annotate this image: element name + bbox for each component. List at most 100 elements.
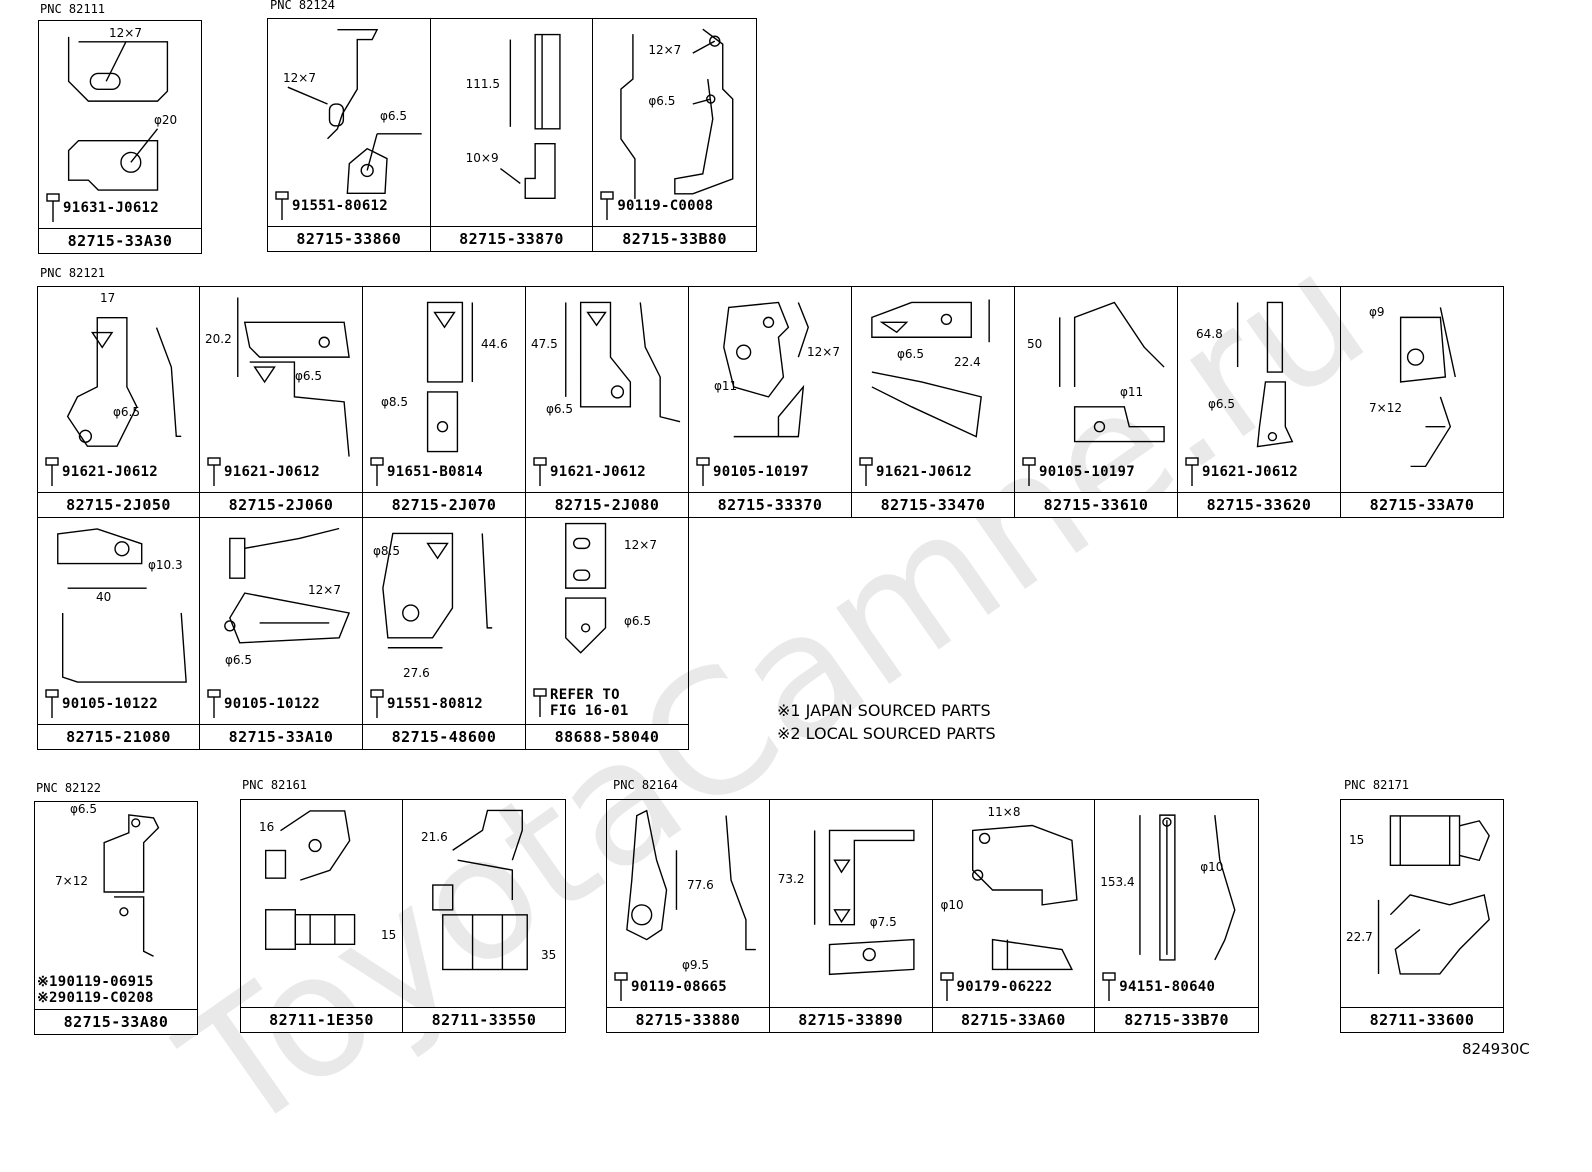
dimension-label: φ20 [154, 113, 178, 127]
dimension-label: 12×7 [624, 538, 657, 552]
part-drawing [852, 287, 1014, 467]
bolt-callout: 91651-B0814 [369, 457, 483, 487]
part-cell[interactable]: φ6.5 22.4 91621-J0612 82715-33470 [852, 286, 1015, 518]
part-cell[interactable]: 12×7 φ6.5 91551-80612 82715-33860 [268, 19, 431, 251]
part-cell[interactable]: 47.5 φ6.5 91621-J0612 82715-2J080 [526, 286, 689, 518]
part-cell[interactable]: 21.6 35 82711-33550 [403, 800, 565, 1032]
dimension-label: 20.2 [205, 332, 232, 346]
part-drawing [526, 287, 688, 467]
dimension-label: φ6.5 [70, 802, 97, 816]
bolt-part-number: ※190119-06915 [37, 974, 154, 990]
part-number: 82715-21080 [38, 724, 199, 749]
part-cell[interactable]: 12×7 φ11 90105-10197 82715-33370 [689, 286, 852, 518]
bolt-callout: ※190119-06915※290119-C0208 [37, 974, 154, 1006]
dimension-label: 21.6 [421, 830, 448, 844]
bolt-icon [613, 972, 629, 1002]
dimension-label: 40 [96, 590, 112, 604]
part-cell[interactable]: φ6.5 7×12 ※190119-06915※290119-C0208 827… [35, 802, 197, 1034]
part-drawing [607, 800, 769, 980]
part-number: 82715-48600 [363, 724, 525, 749]
part-drawing [403, 800, 565, 980]
part-cell[interactable]: 50 φ11 90105-10197 82715-33610 [1015, 286, 1178, 518]
part-cell[interactable]: 153.4 φ10 94151-80640 82715-33B70 [1095, 800, 1258, 1032]
dimension-label: φ6.5 [546, 402, 573, 416]
bolt-icon [858, 457, 874, 487]
part-number: 82715-33B70 [1095, 1007, 1258, 1032]
dimension-label: φ6.5 [380, 109, 407, 123]
bolt-callout: 90119-C0008 [599, 191, 713, 221]
bolt-part-number: 91621-J0612 [1202, 464, 1299, 480]
bolt-part-number: 91551-80612 [292, 198, 389, 214]
part-number: 82715-33880 [607, 1007, 769, 1032]
bolt-icon [1101, 972, 1117, 1002]
dimension-label: φ9.5 [682, 958, 709, 972]
part-drawing [363, 287, 525, 467]
part-cell[interactable]: 16 15 82711-1E350 [241, 800, 403, 1032]
bolt-part-number: 91621-J0612 [62, 464, 159, 480]
dimension-label: φ11 [714, 379, 738, 393]
dimension-label: φ10 [940, 898, 964, 912]
part-cell[interactable]: 12×7 φ6.5 90105-10122 82715-33A10 [200, 518, 363, 750]
part-cell[interactable]: φ8.5 27.6 91551-80812 82715-48600 [363, 518, 526, 750]
bolt-callout: 91551-80612 [274, 191, 388, 221]
part-drawing [200, 518, 362, 698]
pnc-group-82111: 12×7 φ20 91631-J0612 82715-33A30 [38, 20, 202, 254]
pnc-group-82122: φ6.5 7×12 ※190119-06915※290119-C0208 827… [34, 801, 198, 1035]
bolt-callout: 91621-J0612 [44, 457, 158, 487]
dimension-label: φ8.5 [381, 395, 408, 409]
dimension-label: 17 [100, 291, 116, 305]
part-cell[interactable]: 64.8 φ6.5 91621-J0612 82715-33620 [1178, 286, 1341, 518]
part-cell[interactable]: 17 φ6.5 91621-J0612 82715-2J050 [37, 286, 200, 518]
dimension-label: φ9 [1369, 305, 1385, 319]
part-drawing [35, 802, 197, 982]
dimension-label: 73.2 [777, 872, 805, 886]
dimension-label: 12×7 [283, 71, 316, 85]
part-number: 82711-1E350 [241, 1007, 402, 1032]
part-number: 82715-33620 [1178, 492, 1340, 517]
part-number: 82715-33870 [430, 226, 593, 251]
bolt-icon [206, 457, 222, 487]
part-cell[interactable]: 77.6 φ9.5 90119-08665 82715-33880 [607, 800, 770, 1032]
dimension-label: 12×7 [109, 26, 142, 40]
part-drawing [1178, 287, 1340, 467]
dimension-label: 22.7 [1346, 930, 1373, 944]
pnc-group-82161: 16 15 82711-1E350 21.6 35 82711-33550 [240, 799, 566, 1033]
bolt-part-number: 91631-J0612 [63, 200, 160, 216]
bolt-icon [206, 689, 222, 719]
bolt-callout: 94151-80640 [1101, 972, 1215, 1002]
part-cell[interactable]: 20.2 φ6.5 91621-J0612 82715-2J060 [200, 286, 363, 518]
dimension-label: 12×7 [807, 345, 840, 359]
part-drawing [1095, 800, 1258, 980]
part-cell[interactable]: 12×7 φ6.5 90119-C0008 82715-33B80 [593, 19, 756, 251]
part-cell[interactable]: 15 22.7 82711-33600 [1341, 800, 1503, 1032]
refer-text: REFER TO [550, 687, 620, 703]
part-drawing [39, 21, 201, 201]
pnc-label: PNC 82122 [36, 781, 102, 795]
dimension-label: 47.5 [531, 337, 558, 351]
bolt-part-number: 90179-06222 [956, 979, 1053, 995]
part-cell[interactable]: φ9 7×12 82715-33A70 [1341, 286, 1504, 518]
dimension-label: φ8.5 [373, 544, 400, 558]
bolt-part-number: ※290119-C0208 [37, 990, 154, 1006]
dimension-label: 7×12 [1369, 401, 1402, 415]
part-cell[interactable]: 11×8 φ10 90179-06222 82715-33A60 [932, 800, 1096, 1032]
dimension-label: φ6.5 [624, 614, 651, 628]
bolt-icon [274, 191, 290, 221]
part-cell[interactable]: 73.2 φ7.5 82715-33890 [769, 800, 933, 1032]
part-drawing [38, 287, 199, 467]
bolt-part-number: 90105-10197 [713, 464, 810, 480]
part-cell[interactable]: 12×7 φ20 91631-J0612 82715-33A30 [39, 21, 201, 253]
pnc-group-82121: 17 φ6.5 91621-J0612 82715-2J050 20.2 φ6.… [37, 286, 1504, 752]
part-cell[interactable]: φ10.3 40 90105-10122 82715-21080 [37, 518, 200, 750]
part-cell[interactable]: 44.6 φ8.5 91651-B0814 82715-2J070 [363, 286, 526, 518]
bolt-part-number: 90105-10122 [62, 696, 159, 712]
dimension-label: φ7.5 [869, 915, 897, 929]
bolt-part-number: 90105-10197 [1039, 464, 1136, 480]
dimension-label: φ6.5 [295, 369, 322, 383]
part-number: 82715-2J060 [200, 492, 362, 517]
part-cell[interactable]: 111.5 10×9 82715-33870 [430, 19, 594, 251]
bolt-callout: 91551-80812 [369, 689, 483, 719]
bolt-part-number: 90119-C0008 [617, 198, 714, 214]
part-number: 82711-33550 [403, 1007, 565, 1032]
